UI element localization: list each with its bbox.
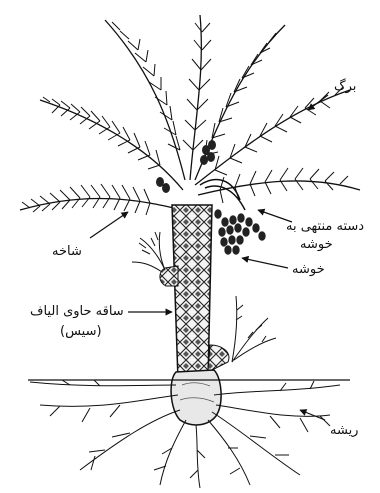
arrow-bunch: [242, 258, 288, 268]
label-frond: شاخه: [52, 244, 82, 260]
fronds: [20, 15, 360, 215]
root-ball: [171, 370, 221, 425]
frond-left-low: [20, 184, 183, 215]
label-trunk-line1: ساقه حاوی الیاف: [30, 304, 124, 320]
arrow-frond: [90, 212, 128, 238]
arrow-root: [300, 410, 325, 420]
date-cluster-top: [156, 140, 216, 193]
frond-center: [183, 15, 211, 180]
offshoot-left: [132, 232, 165, 272]
label-root: ریشه: [330, 423, 358, 439]
arrow-leaf: [308, 95, 328, 110]
label-bunch: خوشه: [292, 262, 325, 278]
offshoot-right: [232, 296, 276, 362]
label-trunk-line2: (سیس): [60, 324, 102, 340]
frond-left-top: [105, 20, 185, 180]
label-bunch-stalk-line2: خوشه: [300, 237, 333, 253]
label-leaf: برگ: [334, 79, 356, 95]
label-bunch-stalk-line1: دسته منتهی به: [286, 219, 364, 235]
frond-left-mid: [40, 97, 183, 190]
date-bunch: [214, 209, 266, 255]
